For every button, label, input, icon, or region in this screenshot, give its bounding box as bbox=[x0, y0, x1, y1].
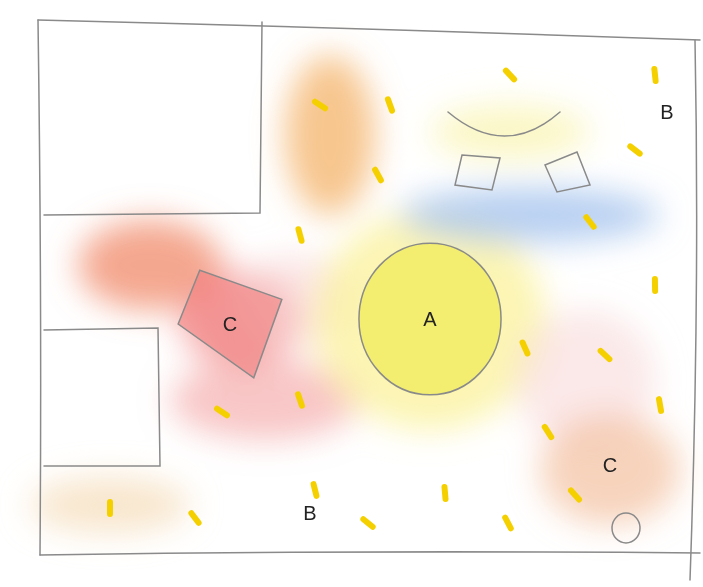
plan-outline bbox=[38, 20, 700, 580]
color-wash bbox=[30, 55, 680, 533]
square-bed: C bbox=[176, 268, 284, 380]
plant-marks bbox=[110, 69, 661, 528]
area-letter: B bbox=[303, 502, 316, 524]
yellow-circle-area: A bbox=[356, 240, 504, 398]
area-letter: C bbox=[603, 454, 617, 476]
area-letter: B bbox=[660, 101, 673, 123]
area-letter: C bbox=[223, 313, 237, 335]
area-letter: A bbox=[423, 308, 436, 330]
